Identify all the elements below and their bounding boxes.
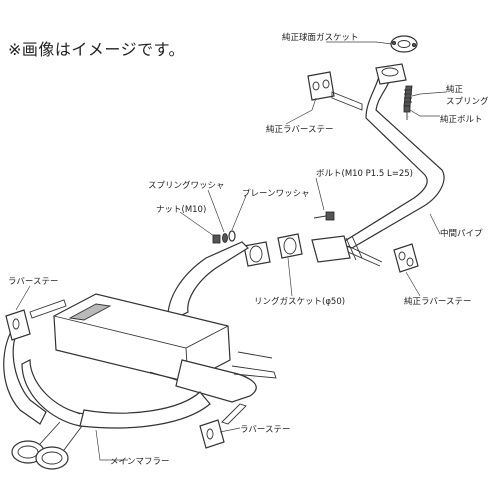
nut-m10 xyxy=(212,234,221,244)
label-main-muffler: メインマフラー xyxy=(110,457,170,467)
label-rubber-stay-left: ラバーステー xyxy=(8,277,59,287)
stock-bolt xyxy=(403,105,411,120)
label-rubber-stay-bottom: ラバーステー xyxy=(240,425,291,435)
spring-washer xyxy=(222,233,228,243)
label-stock-rubber-stay-right: 純正ラバーステー xyxy=(404,296,472,307)
rubber-stay-left xyxy=(5,299,67,341)
tail-pipes xyxy=(3,322,211,470)
stock-rubber-stay-top xyxy=(307,71,363,111)
main-muffler xyxy=(53,293,277,403)
stock-spring xyxy=(403,85,413,107)
pipe-inlet-flange xyxy=(375,63,407,85)
plain-washer xyxy=(228,230,236,242)
middle-flange-left xyxy=(243,241,271,267)
label-center-pipe: 中間パイプ xyxy=(440,228,483,239)
label-spring-washer: スプリングワッシャ xyxy=(148,180,225,191)
stock-rubber-stay-right xyxy=(393,243,419,273)
label-stock-rubber-stay-top: 純正ラバーステー xyxy=(266,124,334,135)
connecting-pipe xyxy=(167,241,249,323)
label-ring-gasket: リングガスケット(φ50) xyxy=(254,296,345,307)
image-disclaimer-note: ※画像はイメージです。 xyxy=(8,40,185,59)
label-stock-spring-line1: 純正 xyxy=(446,84,464,95)
ring-gasket xyxy=(277,233,303,259)
label-plain-washer: プレーンワッシャ xyxy=(242,189,310,199)
bolt-m10 xyxy=(313,211,335,221)
spherical-gasket xyxy=(390,35,418,53)
center-pipe xyxy=(311,71,445,267)
rubber-stay-bottom xyxy=(199,403,247,449)
label-bolt-spec: ボルト(M10 P1.5 L=25) xyxy=(316,169,413,179)
label-nut: ナット(M10) xyxy=(156,205,206,215)
label-spherical-gasket: 純正球面ガスケット xyxy=(282,32,359,43)
leader-lines xyxy=(15,41,447,461)
label-stock-spring-line2: スプリング xyxy=(446,96,489,107)
label-stock-bolt: 純正ボルト xyxy=(440,114,483,125)
